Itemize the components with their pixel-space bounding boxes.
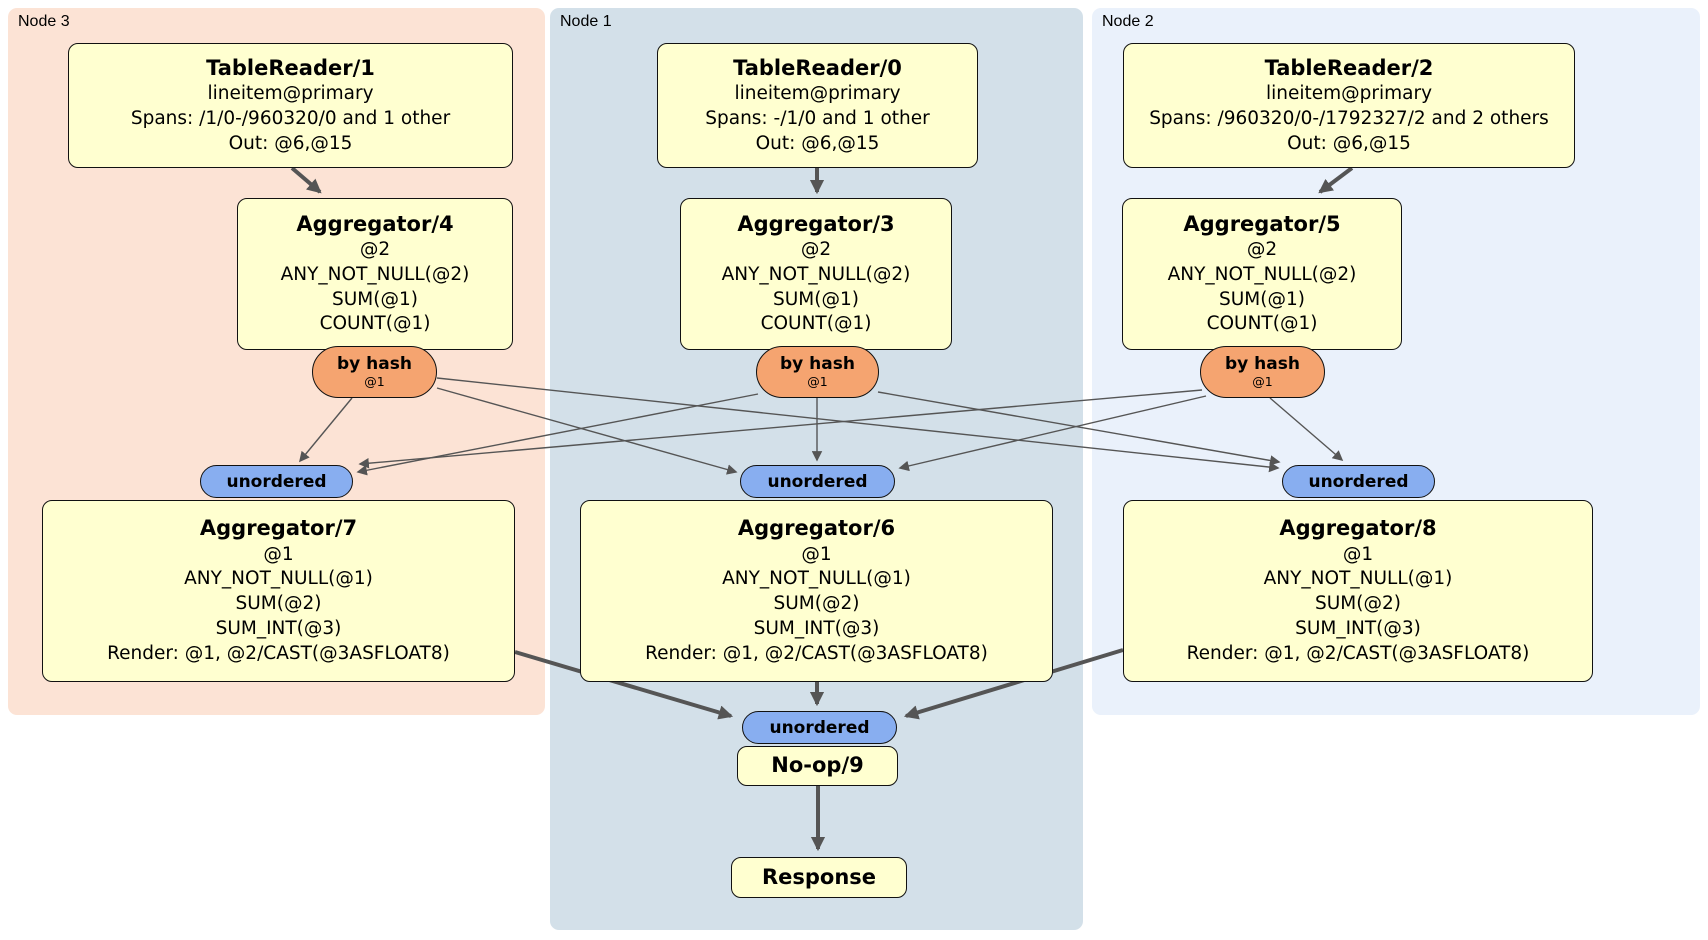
edge-hash2-un1 (898, 395, 1207, 472)
processor-detail: Render: @1, @2/CAST(@3ASFLOAT8) (107, 642, 450, 664)
processor-detail: COUNT(@1) (760, 313, 872, 335)
processor-detail: SUM(@2) (1315, 593, 1401, 615)
processor-aggregator-8: Aggregator/8 @1 ANY_NOT_NULL(@1) SUM(@2)… (1123, 500, 1593, 682)
processor-aggregator-3: Aggregator/3 @2 ANY_NOT_NULL(@2) SUM(@1)… (680, 198, 952, 350)
processor-aggregator-7: Aggregator/7 @1 ANY_NOT_NULL(@1) SUM(@2)… (42, 500, 515, 682)
processor-detail: Out: @6,@15 (228, 132, 353, 154)
edge-agg7-unordered (514, 650, 734, 720)
processor-tablereader-1: TableReader/1 lineitem@primary Spans: /1… (68, 43, 513, 168)
processor-detail: ANY_NOT_NULL(@2) (721, 263, 911, 285)
processor-detail: @2 (1246, 239, 1278, 261)
processor-detail: @1 (1342, 543, 1374, 565)
processor-detail: SUM(@2) (773, 593, 860, 615)
processor-detail: Render: @1, @2/CAST(@3ASFLOAT8) (1186, 642, 1530, 664)
processor-aggregator-5: Aggregator/5 @2 ANY_NOT_NULL(@2) SUM(@1)… (1122, 198, 1402, 350)
edge-hash1-un3 (356, 393, 759, 476)
sync-unordered-final: unordered (742, 711, 897, 744)
processor-detail: SUM(@1) (773, 288, 859, 310)
processor-detail: SUM_INT(@3) (753, 618, 880, 640)
processor-detail: COUNT(@1) (319, 313, 431, 335)
processor-detail: lineitem@primary (1265, 82, 1433, 104)
processor-title: Aggregator/4 (296, 211, 454, 236)
processor-detail: SUM(@2) (235, 593, 322, 615)
edge-hash3-un1 (436, 387, 738, 475)
processor-detail: ANY_NOT_NULL(@2) (280, 263, 470, 285)
processor-title: Aggregator/8 (1279, 516, 1437, 541)
edge-hash2-un2 (1269, 397, 1344, 462)
processor-title: TableReader/0 (733, 55, 902, 80)
sync-unordered-node2: unordered (1282, 465, 1435, 498)
processor-title: Aggregator/5 (1183, 211, 1341, 236)
processor-title: Aggregator/3 (737, 211, 895, 236)
flow-edges (290, 166, 1354, 852)
processor-detail: Out: @6,@15 (755, 132, 880, 154)
router-columns: @1 (364, 373, 385, 389)
processor-detail: @1 (263, 543, 294, 565)
processor-detail: ANY_NOT_NULL(@1) (184, 568, 373, 590)
edge-hash3-un2 (436, 377, 1280, 473)
router-columns: @1 (807, 373, 828, 389)
router-label: by hash (1225, 354, 1300, 375)
panel-node-2-label: Node 2 (1102, 13, 1154, 30)
processor-title: No-op/9 (771, 753, 864, 778)
processor-title: TableReader/1 (206, 55, 375, 80)
processor-detail: Render: @1, @2/CAST(@3ASFLOAT8) (645, 642, 988, 664)
processor-detail: @2 (359, 239, 391, 261)
processor-title: Response (761, 864, 877, 889)
router-by-hash-node1: by hash @1 (756, 346, 879, 398)
processor-detail: SUM(@1) (332, 288, 418, 310)
processor-title: Aggregator/7 (199, 516, 358, 541)
sync-unordered-node3: unordered (200, 465, 353, 498)
stream-edges (298, 377, 1344, 476)
router-label: by hash (780, 354, 855, 375)
processor-detail: lineitem@primary (734, 82, 901, 104)
processor-detail: COUNT(@1) (1206, 313, 1318, 335)
edge-hash3-un3 (298, 397, 353, 463)
edge-hash2-un3 (358, 389, 1203, 469)
processor-noop-9: No-op/9 (737, 746, 898, 786)
sync-unordered-node1: unordered (740, 465, 895, 498)
processor-detail: SUM(@1) (1219, 288, 1305, 310)
processor-detail: Spans: /960320/0-/1792327/2 and 2 others (1149, 107, 1549, 129)
panel-node-3-label: Node 3 (18, 13, 70, 30)
processor-detail: Spans: -/1/0 and 1 other (705, 107, 930, 129)
processor-detail: ANY_NOT_NULL(@2) (1167, 263, 1357, 285)
panel-node-1-label: Node 1 (560, 13, 612, 30)
edge-agg8-unordered (903, 648, 1124, 720)
processor-detail: SUM_INT(@3) (215, 618, 342, 640)
processor-detail: SUM_INT(@3) (1295, 618, 1421, 640)
processor-detail: lineitem@primary (207, 82, 374, 104)
router-label: by hash (337, 354, 412, 375)
router-by-hash-node2: by hash @1 (1200, 346, 1325, 398)
processor-detail: ANY_NOT_NULL(@1) (1263, 568, 1453, 590)
processor-detail: Spans: /1/0-/960320/0 and 1 other (130, 107, 451, 129)
processor-tablereader-2: TableReader/2 lineitem@primary Spans: /9… (1123, 43, 1575, 168)
processor-response: Response (731, 857, 907, 898)
processor-detail: Out: @6,@15 (1287, 132, 1411, 154)
processor-title: Aggregator/6 (737, 516, 896, 541)
processor-detail: ANY_NOT_NULL(@1) (722, 568, 911, 590)
router-columns: @1 (1252, 373, 1273, 389)
edge-tr1-agg4 (290, 166, 322, 194)
edge-hash1-un2 (877, 391, 1281, 466)
processor-tablereader-0: TableReader/0 lineitem@primary Spans: -/… (657, 43, 978, 168)
processor-aggregator-6: Aggregator/6 @1 ANY_NOT_NULL(@1) SUM(@2)… (580, 500, 1053, 682)
processor-detail: @2 (800, 239, 832, 261)
edge-tr2-agg5 (1318, 166, 1354, 194)
processor-detail: @1 (801, 543, 832, 565)
processor-title: TableReader/2 (1264, 55, 1434, 80)
processor-aggregator-4: Aggregator/4 @2 ANY_NOT_NULL(@2) SUM(@1)… (237, 198, 513, 350)
router-by-hash-node3: by hash @1 (312, 346, 437, 398)
